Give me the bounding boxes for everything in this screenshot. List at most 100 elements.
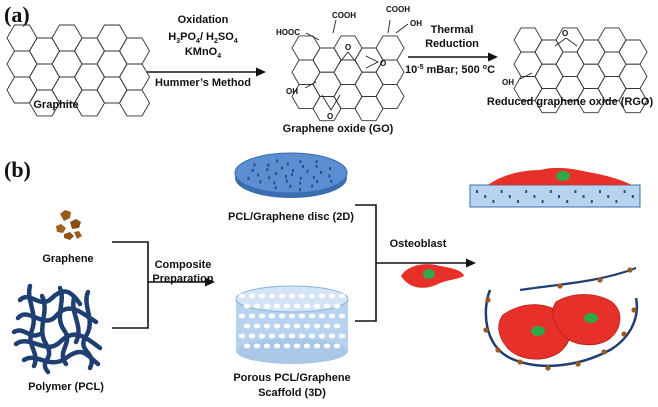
go-hex [354,96,384,122]
disc-dot [274,186,277,190]
scaffold-pore [253,343,261,349]
cells-on-scaffold [483,266,639,371]
scaffold-pore [283,343,291,349]
scaffold-pores [238,293,346,349]
rgo-hex [576,39,606,65]
slab-dot [574,190,577,193]
disc-dot [251,168,254,172]
scaffold-pore [313,323,321,329]
oxidation-title: Oxidation [178,14,229,26]
go-functional-groups: HOOC COOH COOH OH O O O OH [276,5,422,121]
porous-scaffold [235,285,349,364]
rgo-hex [597,27,627,53]
slab-dot [525,190,528,193]
flake-1 [60,210,71,221]
graphene-flakes [56,210,82,240]
scaffold-pore [248,293,256,299]
go-hex [375,35,405,61]
slab-dot [476,190,478,193]
pcl-strand [39,293,52,375]
scaffold-pore [238,333,246,339]
disc-dot [311,184,314,188]
graphite-hex [73,89,106,117]
scaffold-pore [243,343,251,349]
scaffold-pore [253,303,261,309]
rgo-hex [555,51,585,77]
disc-dot [266,168,269,172]
flake-5 [74,231,82,239]
scaffold-pore [313,303,321,309]
scaffold-pore [293,303,301,309]
scaffold-pore [253,323,261,329]
scaffold-bottom [236,338,348,364]
scaffold-pore [308,333,316,339]
rgo-functional-groups: O OH [502,29,578,87]
scaffold-pore [333,303,341,309]
graphite-hex [118,63,151,91]
scaffold-pore [303,323,311,329]
graphite-hex [96,24,128,52]
disc-dot [285,179,288,183]
panel-a-label: (a) [4,2,30,27]
composite-line-1: Composite [155,259,212,271]
pcl-polymer [11,283,103,375]
scaffold-pore [333,343,341,349]
spread-cell-nucleus [556,171,570,181]
rgo-hex [513,51,543,77]
scaffold-pore [258,293,266,299]
scaffold-label-1: Porous PCL/Graphene [233,372,350,384]
go-label: Graphene oxide (GO) [283,123,394,135]
disc-dot [330,179,333,183]
rgo-hex [534,63,564,89]
scaffold-pore [243,323,251,329]
disc-dot [291,173,293,176]
fiber-bead [631,307,637,313]
disc-dot [316,180,319,184]
graphite-lattice [6,24,151,117]
fiber-bead [597,277,603,283]
composite-arrowhead [205,277,215,287]
fiber-bead [601,349,607,355]
osteoblast-arrowhead [466,258,476,268]
go-oh-bond-1 [304,81,317,89]
scaffold-pore [248,313,256,319]
scaffold-pore [273,343,281,349]
graphite-hex [118,89,151,117]
scaffold-pore [258,313,266,319]
disc-dot [274,172,277,175]
disc-dot [289,184,292,188]
pcl-strand [21,349,101,367]
slab-dot [582,195,585,198]
scaffold-pore [273,303,281,309]
scaffold-pore [338,293,346,299]
disc-dot [299,188,302,192]
disc-dot [299,181,302,185]
rgo-label: Reduced graphene oxide (RGO) [487,96,654,108]
scaffold-pore [278,293,286,299]
reduction-arrowhead [488,52,498,62]
scaffold-pore [258,333,266,339]
slab-graphene-dots [476,190,634,203]
disc-dot [299,176,302,180]
fiber-bead [517,359,523,365]
go-hex [333,83,363,110]
scaffold-pore [313,343,321,349]
scaffold-pore [278,313,286,319]
slab-dot [492,200,495,203]
rgo-hex [597,51,627,77]
disc-dot [320,170,322,174]
scaffold-pore [328,333,336,339]
graphite-hex [96,76,128,104]
scaffold-pore [323,323,331,329]
polymer-label: Polymer (PCL) [28,381,104,393]
scaffold-pore [283,303,291,309]
scaffold-pore [293,343,301,349]
go-hex [291,35,321,61]
go-cooh-3: COOH [386,5,410,14]
go-oh-2: OH [410,19,422,28]
go-epoxide-2 [365,55,380,69]
go-o-1: O [345,43,351,52]
go-o-3: O [327,112,333,121]
